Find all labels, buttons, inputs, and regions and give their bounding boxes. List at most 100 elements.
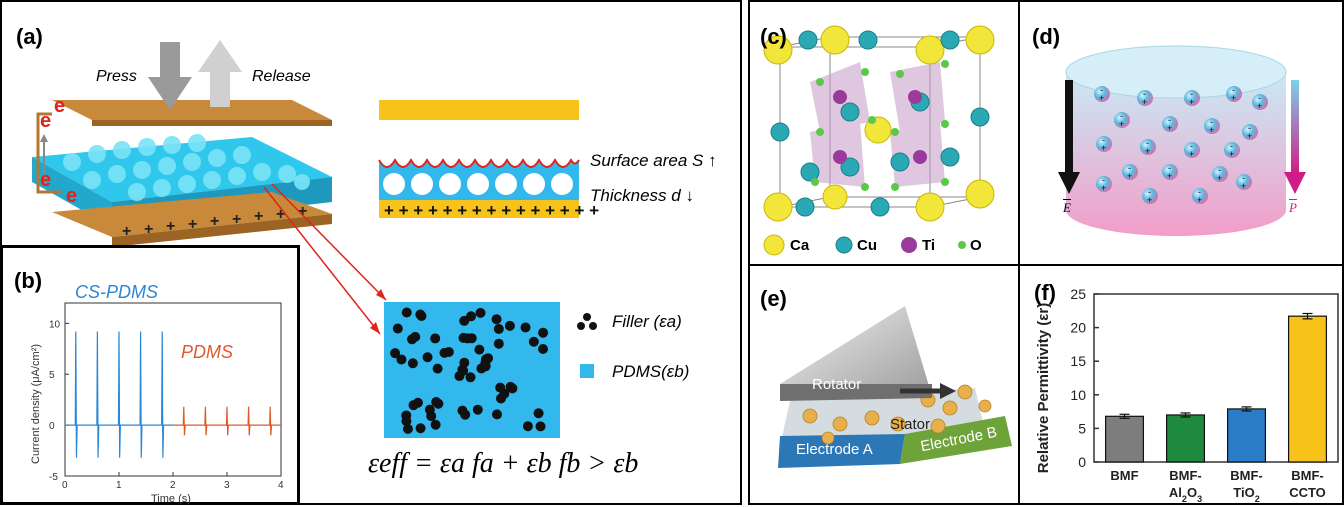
filler-particle — [493, 323, 504, 334]
x-tick-label-line2: CCTO — [1289, 485, 1326, 500]
y-axis-label: Current density (μA/cm²) — [30, 344, 42, 464]
filler-particle — [528, 336, 539, 347]
dipole-minus: - — [1258, 93, 1261, 103]
electron-label-4: e — [66, 185, 78, 207]
dipole — [1184, 90, 1200, 106]
dipole-minus: - — [1120, 111, 1123, 121]
legend-cu-label: Cu — [857, 237, 877, 254]
filler-particle — [538, 327, 549, 338]
dipole-minus: - — [1168, 163, 1171, 173]
filler-particle — [392, 323, 403, 334]
x-axis-label: Time (s) — [151, 493, 191, 504]
dipole-plus: + — [1099, 93, 1104, 103]
dipole-plus: + — [1142, 97, 1147, 107]
dipole — [1140, 139, 1156, 155]
y-tick-label: 15 — [1070, 353, 1086, 369]
legend-cu-swatch — [835, 236, 853, 254]
dipole — [1184, 142, 1200, 158]
rotator-label: Rotator — [812, 376, 862, 393]
panel-c: (c) Ca Cu Ti O — [748, 0, 1020, 266]
dipole-plus: + — [1241, 181, 1246, 191]
filler-particle — [410, 331, 421, 342]
filler-particle — [535, 421, 546, 432]
filler-particle — [499, 388, 510, 399]
dipole-plus: + — [1167, 171, 1172, 181]
bar-0 — [1104, 415, 1145, 463]
surface-area-label: Surface area S ↑ — [590, 151, 717, 171]
dipole-minus: - — [1232, 85, 1235, 95]
electron-label-3: e — [40, 169, 52, 191]
filler-particle — [432, 363, 443, 374]
press-label: Press — [96, 68, 137, 85]
svg-text:+: + — [166, 218, 175, 235]
legend-ti-label: Ti — [922, 237, 936, 254]
electric-field-arrow — [1058, 172, 1080, 194]
legend-o-swatch — [958, 241, 966, 249]
electrode-a — [778, 434, 905, 468]
dipole-minus: - — [1102, 135, 1105, 145]
dipole-plus: + — [1167, 123, 1172, 133]
filler-particle — [522, 421, 533, 432]
dipole — [1252, 94, 1268, 110]
dipole-minus: - — [1168, 115, 1171, 125]
dipole-minus: - — [1190, 141, 1193, 151]
plot-frame — [1093, 293, 1339, 463]
x-tick-label: BMF- — [1230, 468, 1263, 483]
stator-label: Stator — [890, 416, 931, 433]
rotator-disk — [780, 306, 932, 401]
dipole-plus: + — [1189, 97, 1194, 107]
series-name-cs-pdms: CS-PDMS — [75, 282, 158, 302]
bar-1 — [1165, 414, 1206, 463]
series-line-1 — [173, 406, 281, 436]
filler-particle — [538, 343, 549, 354]
dipole-plus: + — [1209, 125, 1214, 135]
filler-particle — [415, 423, 426, 434]
svg-text:+: + — [232, 211, 241, 228]
electron-label-1: e — [54, 95, 66, 117]
filler-particle — [491, 314, 502, 325]
y-tick-label: 5 — [49, 370, 55, 381]
panel-e-label: (e) — [760, 286, 787, 311]
release-label: Release — [252, 68, 311, 85]
filler-particle — [401, 307, 412, 318]
electron-label-2: e — [40, 110, 52, 132]
filler-particle — [390, 348, 401, 359]
x-tick-label: BMF — [1110, 468, 1138, 483]
dipole — [1096, 176, 1112, 192]
dipole — [1236, 174, 1252, 190]
panel-f-label: (f) — [1034, 280, 1056, 305]
dipole-plus: + — [1145, 146, 1150, 156]
dipole — [1212, 166, 1228, 182]
schematic-top-electrode — [379, 100, 579, 120]
x-tick-label-line2: Al2O3 — [1169, 485, 1202, 503]
pdms-label: PDMS(εb) — [612, 362, 690, 381]
dipole-plus: + — [1197, 195, 1202, 205]
dipole — [1094, 86, 1110, 102]
filler-particle — [407, 358, 418, 369]
panel-a-label: (a) — [16, 24, 43, 49]
dipole-minus: - — [1210, 117, 1213, 127]
svg-text:+ + + + + + + + + + + + + + +: + + + + + + + + + + + + + + + — [384, 201, 599, 220]
panel-e: (e) Rotator Stator Electrode A Electrode… — [748, 264, 1020, 505]
filler-particle — [460, 409, 471, 420]
x-tick-label: BMF- — [1169, 468, 1202, 483]
svg-text:+: + — [276, 206, 285, 223]
polarization-cylinder: -+-+-+-+-+-+-+-+-+-+-+-+-+-+-+-+-+-+-+-+ — [1058, 45, 1306, 236]
polarization-arrow — [1284, 172, 1306, 194]
dipole-plus: + — [1257, 101, 1262, 111]
x-tick-label: 4 — [278, 480, 284, 491]
dipole — [1122, 164, 1138, 180]
schematic-bottom-electrode — [379, 200, 579, 218]
filler-particle — [401, 416, 412, 427]
filler-particle — [492, 409, 503, 420]
dipole-plus: + — [1101, 183, 1106, 193]
release-arrow — [198, 40, 242, 107]
dipole-minus: - — [1198, 187, 1201, 197]
down-arrow-icon: ↓ — [685, 186, 694, 205]
dipole-minus: - — [1143, 89, 1146, 99]
dipole — [1224, 142, 1240, 158]
y-tick-label: 0 — [1078, 454, 1086, 470]
x-tick-label-line2: TiO2 — [1233, 485, 1259, 503]
dipole-minus: - — [1148, 187, 1151, 197]
dipole-minus: - — [1248, 123, 1251, 133]
